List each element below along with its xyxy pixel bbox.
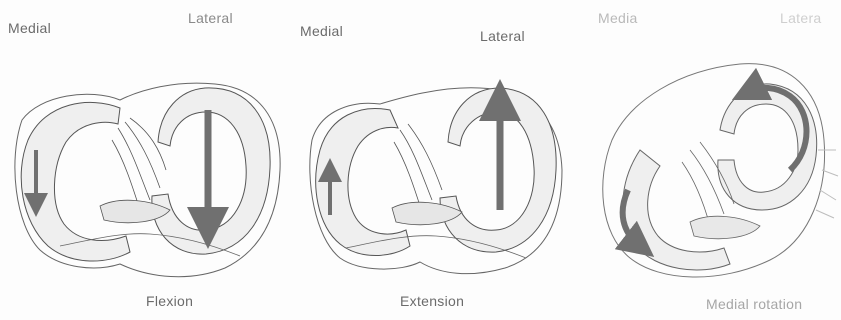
medial-meniscus [623, 150, 730, 270]
extension-illustration [310, 88, 562, 274]
cruciate-ligaments [394, 124, 442, 212]
edge-detail-lines [816, 150, 838, 218]
cruciate-ligaments [682, 142, 734, 226]
medial-rotation-illustration [603, 64, 838, 277]
intercondylar-area [690, 216, 760, 239]
flexion-illustration [15, 83, 280, 277]
